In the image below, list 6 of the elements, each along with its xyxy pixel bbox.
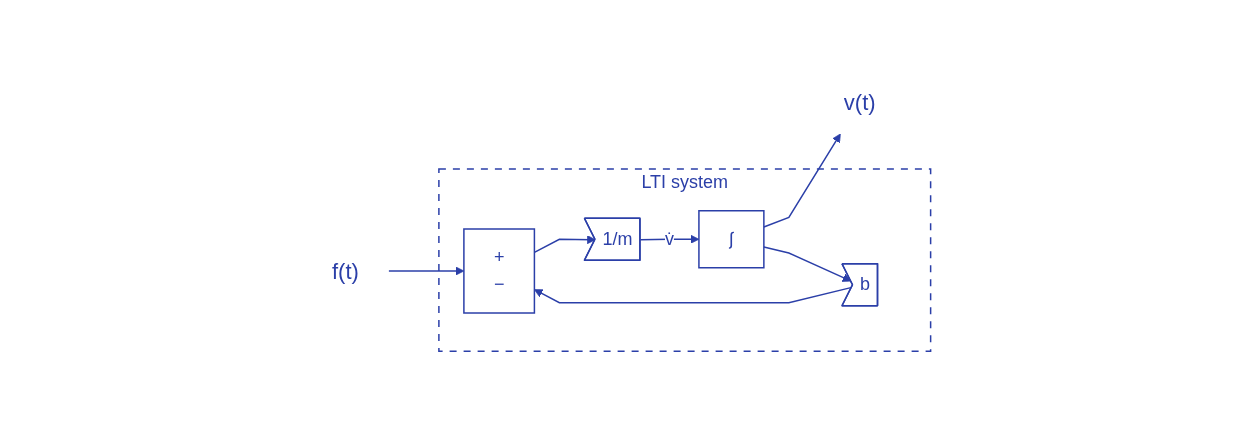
node-text: f(t) <box>332 258 360 284</box>
node-text: v(t) <box>844 90 876 116</box>
edge-label: v̇ <box>665 229 675 250</box>
arrow <box>639 235 700 245</box>
arrow <box>388 267 465 276</box>
node-box: + − <box>463 228 536 315</box>
